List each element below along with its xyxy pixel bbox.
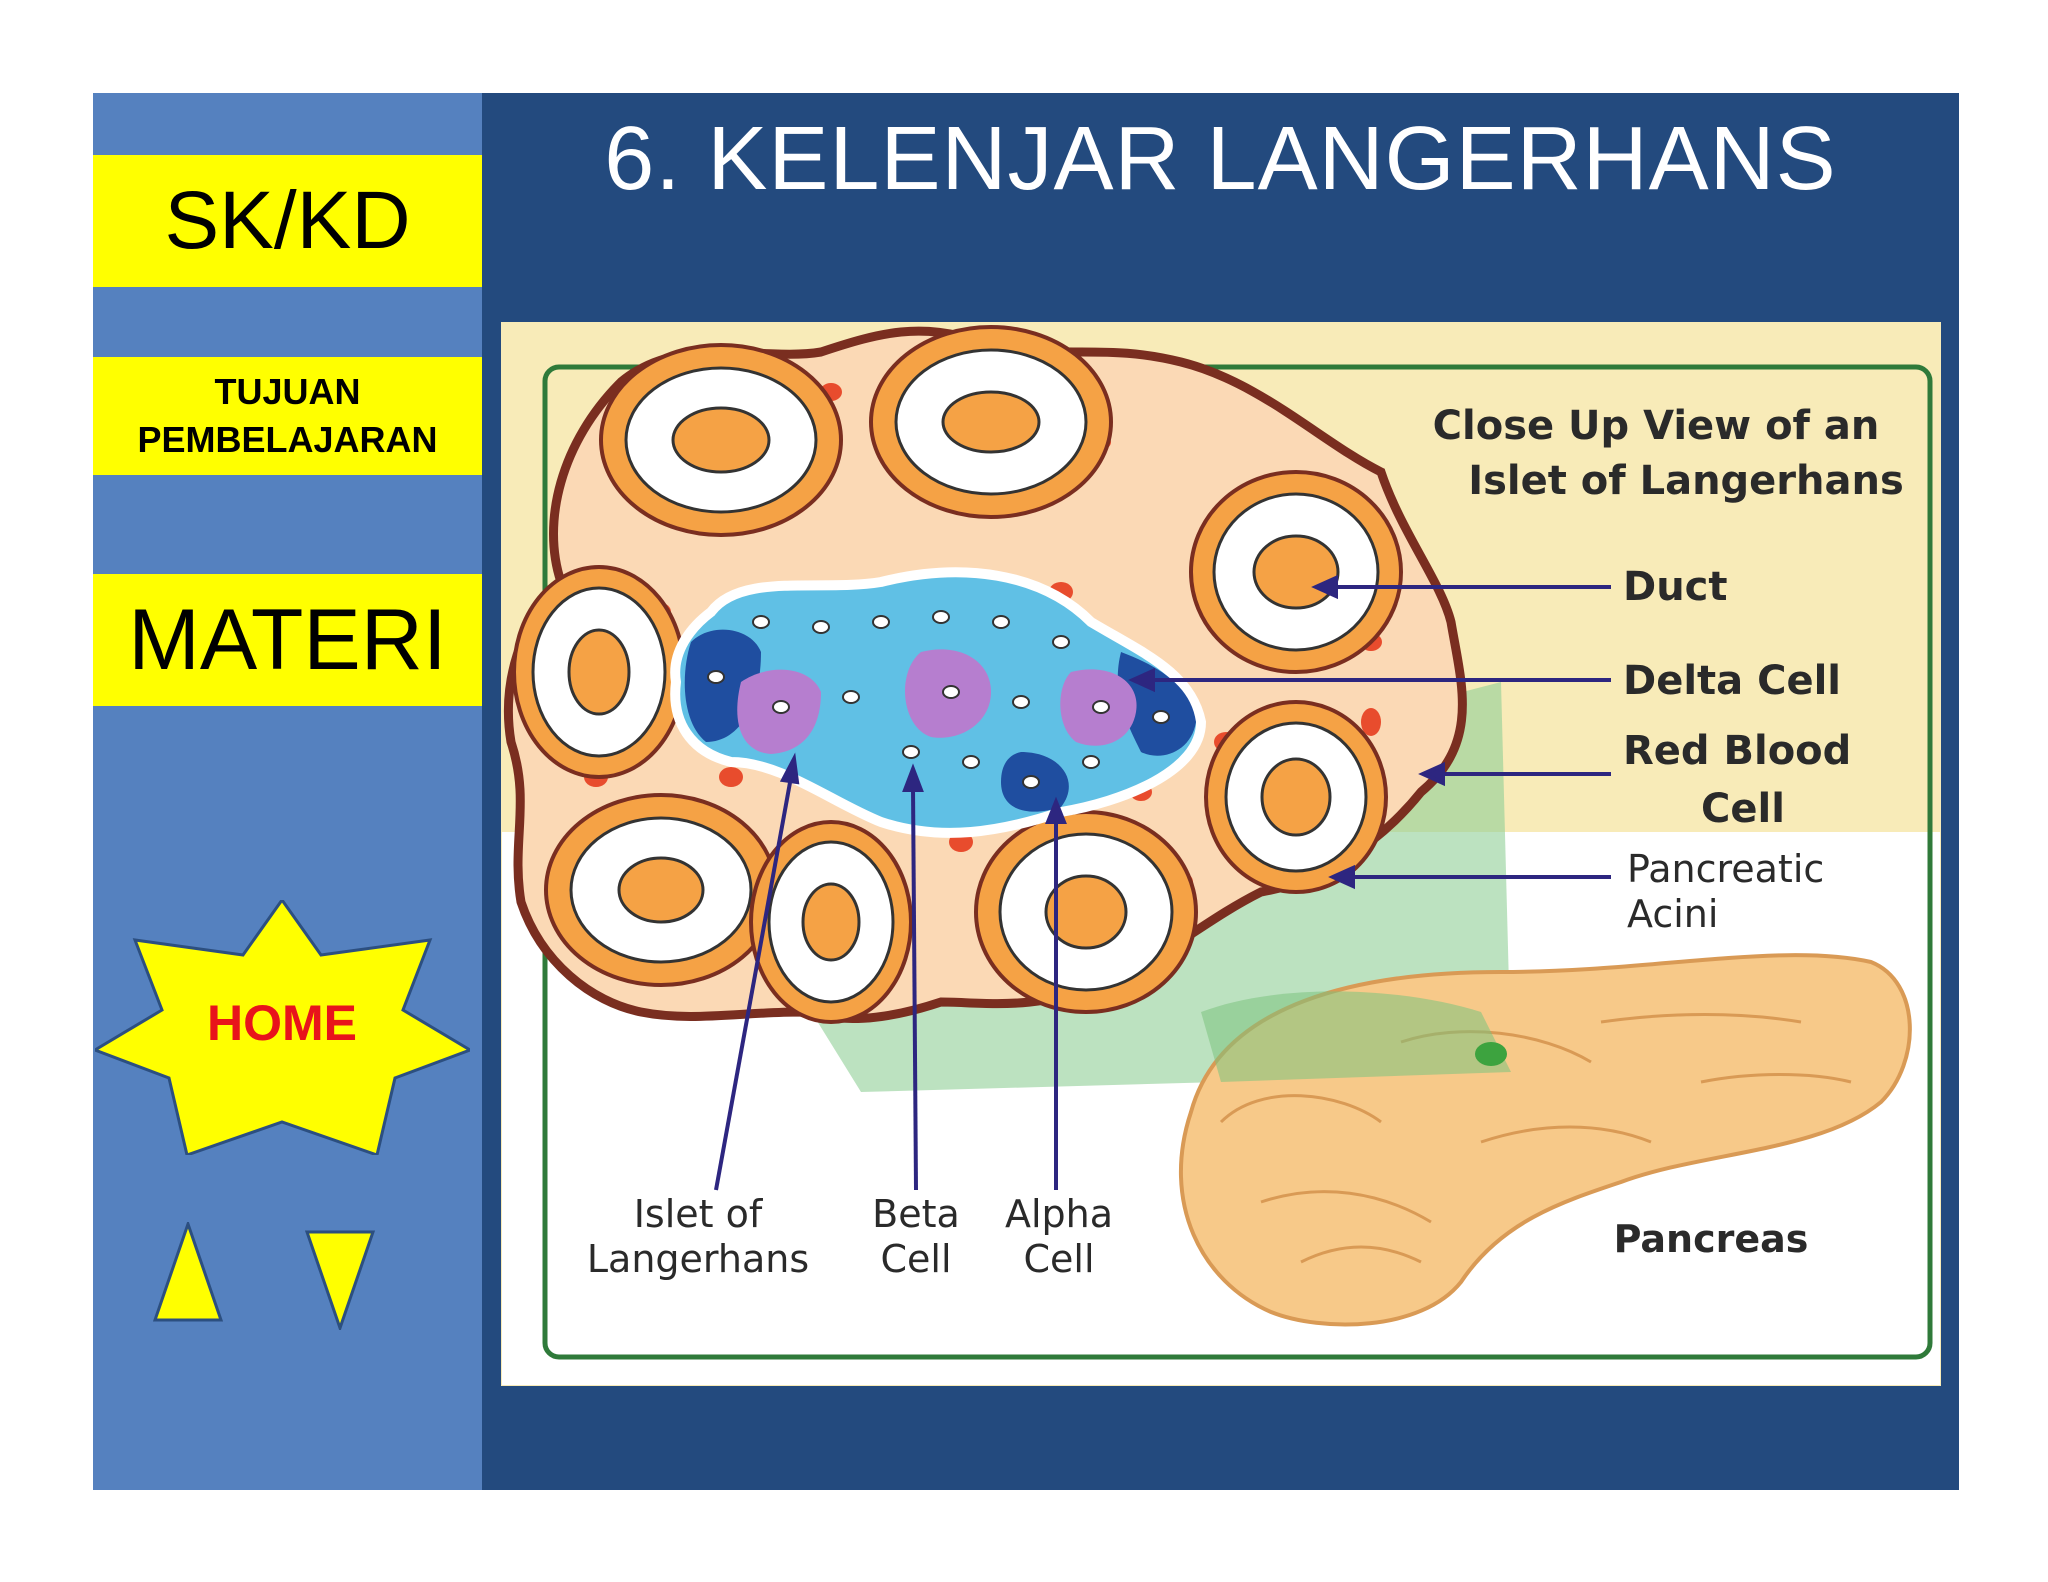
- triangle-down-icon: [305, 1230, 375, 1330]
- diagram-heading-line1: Close Up View of an: [1433, 403, 1880, 449]
- label-arrows: [714, 574, 1611, 1191]
- home-label: HOME: [207, 995, 357, 1051]
- label-acini-line2: Acini: [1627, 892, 1718, 936]
- materi-label: MATERI: [128, 591, 447, 688]
- islet-of-langerhans-diagram: Close Up View of an Islet of Langerhans …: [501, 322, 1941, 1386]
- label-beta-line2: Cell: [880, 1237, 951, 1281]
- skkd-label: SK/KD: [164, 175, 411, 266]
- tujuan-label-line1: TUJUAN: [214, 371, 361, 412]
- previous-slide-button[interactable]: [153, 1222, 223, 1322]
- home-button[interactable]: HOME: [95, 900, 470, 1155]
- islet-cells: [670, 567, 1207, 838]
- materi-button[interactable]: MATERI: [93, 574, 482, 706]
- star-icon: [95, 900, 470, 1155]
- pancreatic-acini: [512, 325, 1403, 1024]
- triangle-up-icon: [153, 1222, 223, 1322]
- label-red-blood-line2: Cell: [1701, 786, 1785, 832]
- label-islet-line2: Langerhans: [587, 1237, 809, 1281]
- diagram-heading-line2: Islet of Langerhans: [1468, 458, 1904, 504]
- pancreas-organ: [1178, 953, 1912, 1327]
- label-alpha-line1: Alpha: [1005, 1192, 1113, 1236]
- label-pancreas: Pancreas: [1614, 1217, 1809, 1261]
- label-duct: Duct: [1623, 564, 1728, 610]
- tujuan-label-line2: PEMBELAJARAN: [137, 419, 438, 460]
- label-red-blood-line1: Red Blood: [1623, 728, 1851, 774]
- label-islet-line1: Islet of: [634, 1192, 764, 1236]
- label-beta-line1: Beta: [872, 1192, 960, 1236]
- sidebar: [93, 93, 482, 1490]
- label-acini-line1: Pancreatic: [1627, 847, 1824, 891]
- tujuan-pembelajaran-button[interactable]: TUJUAN PEMBELAJARAN: [93, 357, 482, 475]
- label-alpha-line2: Cell: [1023, 1237, 1094, 1281]
- next-slide-button[interactable]: [305, 1230, 375, 1330]
- page-title: 6. KELENJAR LANGERHANS: [604, 109, 1837, 209]
- skkd-button[interactable]: SK/KD: [93, 155, 482, 287]
- label-delta-cell: Delta Cell: [1623, 658, 1841, 704]
